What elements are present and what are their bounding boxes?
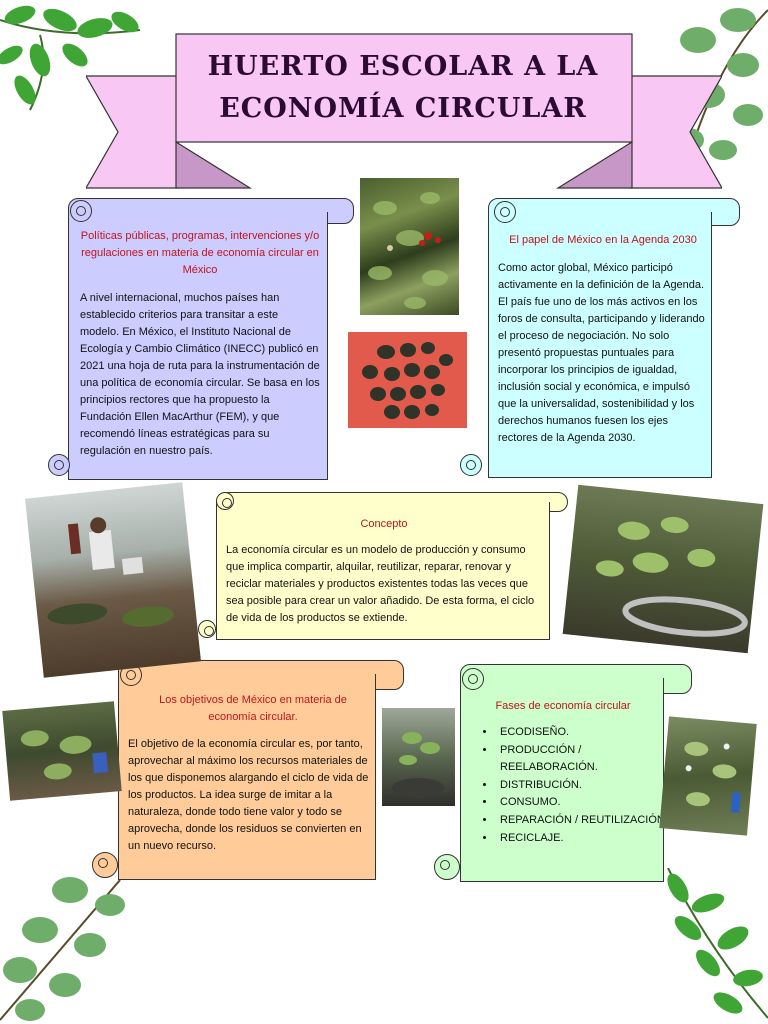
politicas-text: A nivel internacional, muchos países han… [80, 292, 320, 458]
fases-heading: Fases de economía circular [495, 700, 631, 712]
objetivos-heading: Los objetivos de México en materia de ec… [159, 694, 347, 724]
title-line-2: ECONOMÍA CIRCULAR [219, 93, 587, 124]
plant-right-photo [659, 716, 757, 836]
title-banner [86, 33, 722, 189]
leaf-decoration-top-right [672, 8, 768, 161]
garden-work-photo [25, 482, 201, 678]
title-line-1: HUERTO ESCOLAR A LA [207, 51, 599, 83]
list-item: CONSUMO. [496, 794, 676, 812]
pot-right-photo [562, 484, 764, 654]
concepto-scroll: Concepto La economía circular es un mode… [198, 492, 568, 640]
agenda-text: Como actor global, México participó acti… [498, 262, 705, 445]
leaf-decoration-bottom-right [667, 868, 768, 1019]
leaf-decoration-top-left [0, 5, 141, 111]
list-item: REPARACIÓN / REUTILIZACIÓN. [496, 812, 676, 830]
pot-center-photo [382, 708, 455, 806]
fases-list: ECODISEÑO. PRODUCCIÓN / REELABORACIÓN. D… [466, 724, 676, 847]
leaf-decoration-bottom-left [0, 877, 125, 1021]
list-item: PRODUCCIÓN / REELABORACIÓN. [496, 742, 676, 777]
politicas-heading: Políticas públicas, programas, intervenc… [80, 230, 320, 277]
agenda-scroll: El papel de México en la Agenda 2030 Com… [460, 198, 740, 480]
concepto-text: La economía circular es un modelo de pro… [226, 544, 535, 625]
list-item: DISTRIBUCIÓN. [496, 777, 676, 795]
objetivos-text: El objetivo de la economía circular es, … [128, 738, 369, 853]
list-item: ECODISEÑO. [496, 724, 676, 742]
concepto-heading: Concepto [360, 518, 408, 530]
agenda-heading: El papel de México en la Agenda 2030 [509, 234, 697, 246]
plant-top-photo [360, 178, 459, 315]
politicas-scroll: Políticas públicas, programas, intervenc… [48, 198, 354, 480]
list-item: RECICLAJE. [496, 830, 676, 848]
seeds-photo [348, 332, 467, 428]
garden-left-photo [2, 701, 122, 801]
page-title: HUERTO ESCOLAR A LA ECONOMÍA CIRCULAR [176, 34, 630, 142]
objetivos-scroll: Los objetivos de México en materia de ec… [92, 660, 404, 880]
fases-scroll: Fases de economía circular ECODISEÑO. PR… [434, 664, 692, 882]
